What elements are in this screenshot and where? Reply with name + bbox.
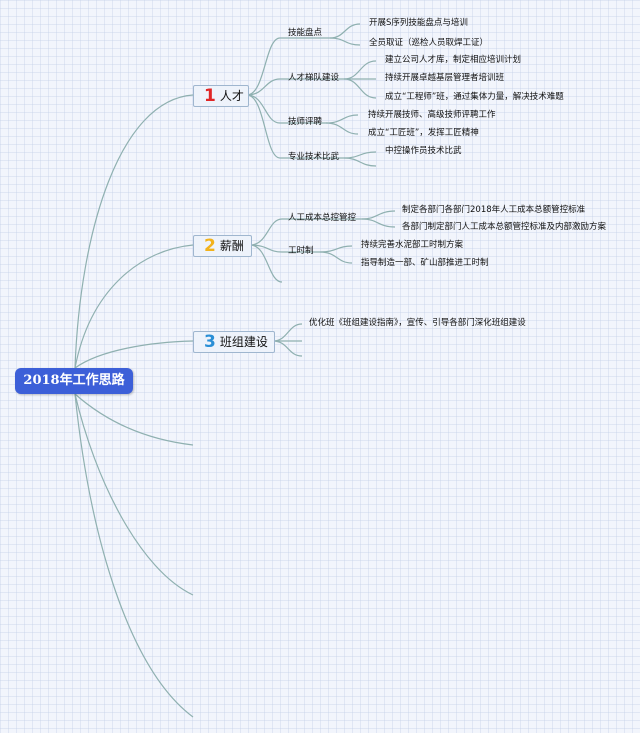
subtopic-item[interactable]: 持续开展技师、高级技师评聘工作: [368, 110, 496, 120]
topic-technician-evaluation[interactable]: 技师评聘: [288, 117, 323, 127]
branch-compensation[interactable]: 2 薪酬: [193, 235, 252, 257]
subtopic-item[interactable]: 优化班《班组建设指南》，宣传、引导各部门深化班组建设: [309, 318, 526, 328]
subtopic-item[interactable]: 成立“工匠班”，发挥工匠精神: [368, 128, 479, 138]
subtopic-item[interactable]: 各部门制定部门人工成本总额管控标准及内部激励方案: [402, 222, 607, 232]
branch-title: 人才: [219, 89, 244, 103]
subtopic-item[interactable]: 建立公司人才库，制定相应培训计划: [385, 55, 522, 65]
subtopic-item[interactable]: 指导制造一部、矿山部推进工时制: [361, 258, 489, 268]
branch-team-building[interactable]: 3 班组建设: [193, 331, 275, 353]
branch-talent[interactable]: 1 人才: [193, 85, 249, 107]
topic-labor-cost-control[interactable]: 人工成本总控管控: [288, 213, 357, 223]
branch-number: 2: [204, 236, 216, 256]
subtopic-item[interactable]: 持续开展卓越基层管理者培训班: [385, 73, 505, 83]
subtopic-item[interactable]: 成立“工程师”班，通过集体力量，解决技术难题: [385, 92, 564, 102]
topic-skill-competition[interactable]: 专业技术比武: [288, 152, 340, 162]
branch-number: 1: [204, 86, 216, 106]
topic-working-hours[interactable]: 工时制: [288, 246, 314, 256]
branch-title: 班组建设: [219, 335, 268, 349]
subtopic-item[interactable]: 开展S序列技能盘点与培训: [369, 18, 468, 28]
subtopic-item[interactable]: 制定各部门各部门2018年人工成本总额管控标准: [402, 205, 586, 215]
subtopic-item[interactable]: 持续完善水泥部工时制方案: [361, 240, 464, 250]
topic-skill-inventory[interactable]: 技能盘点: [288, 28, 323, 38]
subtopic-item[interactable]: 全员取证（巡检人员取焊工证）: [369, 38, 489, 48]
branch-number: 3: [204, 332, 216, 352]
branch-title: 薪酬: [219, 239, 244, 253]
topic-talent-pipeline[interactable]: 人才梯队建设: [288, 73, 340, 83]
subtopic-item[interactable]: 中控操作员技术比武: [385, 146, 462, 156]
root-node[interactable]: 2018年工作思路: [15, 368, 133, 394]
